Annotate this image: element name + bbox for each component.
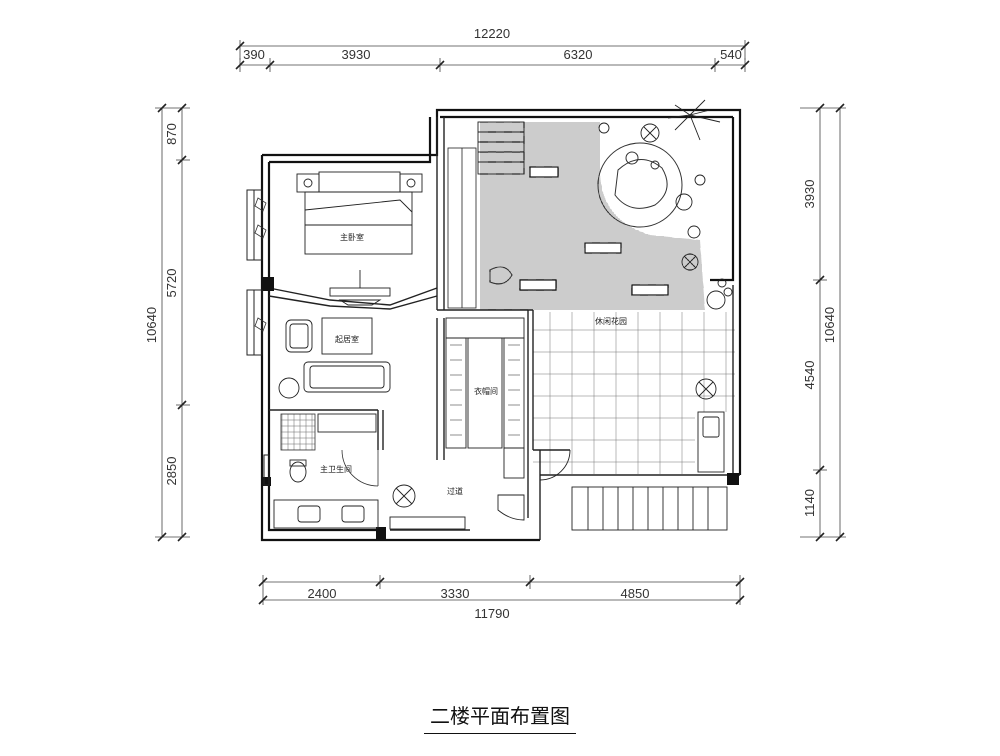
stairs-lower	[539, 449, 728, 531]
terrace-planter	[447, 147, 477, 309]
garden-tile-floor	[533, 312, 695, 474]
dim-left-total: 10640	[144, 307, 159, 343]
dim-left-1: 870	[164, 123, 179, 145]
dim-bottom-3: 4850	[621, 586, 650, 601]
room-label-closet: 衣帽间	[474, 386, 498, 396]
dim-left-3: 2850	[164, 457, 179, 486]
dim-right-3: 1140	[802, 489, 817, 517]
pond	[489, 142, 683, 285]
dimension-ticks	[157, 41, 845, 605]
terrace-paving	[480, 122, 705, 310]
dim-top-3: 6320	[564, 47, 593, 62]
tv-cabinet	[329, 270, 391, 306]
room-label-leisure-garden: 休闲花园	[595, 316, 627, 326]
room-label-master-bedroom: 主卧室	[340, 232, 364, 242]
room-label-corridor: 过道	[447, 486, 463, 496]
corridor-features	[389, 494, 525, 530]
dim-top-1: 390	[243, 47, 265, 62]
dim-top-4: 540	[720, 47, 742, 62]
dim-bottom-total: 11790	[474, 606, 509, 621]
terrace-benches	[519, 166, 669, 296]
drawing-title: 二楼平面布置图	[424, 700, 576, 734]
drawing-title-wrap: 二楼平面布置图	[0, 700, 1000, 734]
dim-left-2: 5720	[164, 269, 179, 298]
garden-tile-floor-right	[695, 312, 735, 412]
plants	[392, 99, 733, 508]
windows-left	[246, 189, 270, 486]
bath-door	[341, 449, 379, 487]
shower-area	[280, 413, 316, 451]
dim-top-2: 3930	[342, 47, 371, 62]
bath-fixtures	[273, 413, 379, 529]
room-label-living-room: 起居室	[335, 334, 359, 344]
closet-hangers	[450, 344, 520, 436]
dim-bottom-1: 2400	[308, 586, 337, 601]
closet-shelving	[445, 317, 525, 479]
dim-top-total: 12220	[474, 26, 510, 41]
living-furniture	[278, 317, 391, 399]
garden-sink	[697, 411, 725, 473]
columns	[262, 277, 739, 539]
interior-walls	[268, 117, 740, 540]
curtains	[254, 197, 267, 332]
master-bed	[296, 171, 423, 255]
room-label-master-bath: 主卫生间	[320, 464, 352, 474]
dim-right-total: 10640	[822, 307, 837, 343]
stairs-upper	[477, 121, 525, 175]
dim-bottom-2: 3330	[441, 586, 470, 601]
dim-right-1: 3930	[802, 180, 817, 209]
dim-right-2: 4540	[802, 361, 817, 390]
